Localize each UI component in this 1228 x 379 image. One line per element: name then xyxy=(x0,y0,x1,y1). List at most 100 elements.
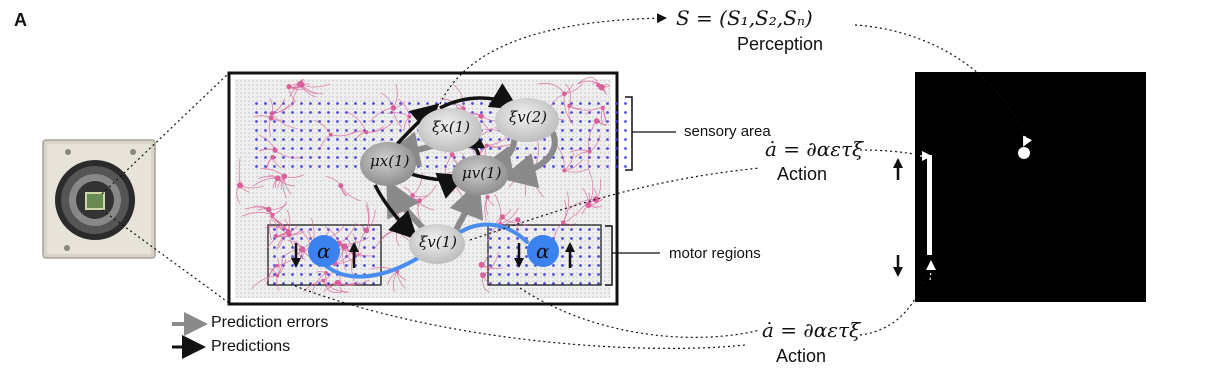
neuron-dendrite xyxy=(563,93,573,125)
neuron-soma xyxy=(275,263,279,268)
motor-small-arrows xyxy=(291,242,575,268)
alpha-right-label: α xyxy=(536,239,550,263)
neuron-soma xyxy=(363,227,370,234)
perception-formula: S = (S₁,S₂,Sₙ) xyxy=(676,6,813,30)
neuron-dendrite xyxy=(302,280,324,293)
neuron-soma xyxy=(417,198,422,204)
mea-panel xyxy=(227,71,628,306)
neuron-soma xyxy=(585,201,592,208)
neuron-soma xyxy=(600,105,605,110)
neuron-soma xyxy=(592,196,600,203)
action-bottom-label: Action xyxy=(776,346,827,366)
node-mu-v1-label: μv(1) xyxy=(462,164,502,182)
node-xi-x1 xyxy=(418,108,482,152)
neuron-dendrite xyxy=(241,212,273,217)
motor-regions-label: motor regions xyxy=(669,245,761,262)
neuron-soma xyxy=(321,278,326,283)
legend-predictions-label: Predictions xyxy=(211,338,291,355)
dotted-connections xyxy=(294,13,1019,349)
neuron-dendrite xyxy=(250,275,278,290)
neuron-soma xyxy=(561,91,567,97)
neuron-soma xyxy=(480,272,486,279)
neuron-soma xyxy=(515,217,521,223)
neuron-soma xyxy=(484,143,489,148)
neuron-dendrite xyxy=(339,279,370,286)
node-mu-x1 xyxy=(360,142,416,186)
neuron-soma xyxy=(274,175,281,182)
node-xi-v2 xyxy=(495,98,559,142)
neuron-soma xyxy=(275,273,280,278)
neuron-dendrite xyxy=(564,168,589,173)
neuron-soma xyxy=(324,271,328,275)
camera-illustration xyxy=(42,139,156,259)
neuron-dendrite xyxy=(537,82,565,95)
neuron-soma xyxy=(598,84,605,91)
neuron-soma xyxy=(562,168,567,173)
sensory-area-label: sensory area xyxy=(684,123,771,140)
node-alpha-left xyxy=(308,235,340,267)
node-mu-x1-label: μx(1) xyxy=(370,152,410,170)
neuron-soma xyxy=(485,194,490,200)
neuron-soma xyxy=(390,105,397,111)
neuron-dendrite xyxy=(345,110,367,133)
neuron-dendrite xyxy=(565,83,572,106)
legend-arrows xyxy=(172,312,208,359)
neuron-dendrite xyxy=(271,113,298,130)
neuron-soma xyxy=(273,233,279,239)
neuron-soma xyxy=(272,147,278,153)
neuron-soma xyxy=(270,154,276,160)
neuron-soma xyxy=(364,130,369,135)
neuron-dendrite xyxy=(322,280,348,293)
legend-prediction-errors-label: Prediction errors xyxy=(211,314,329,331)
neuron-soma xyxy=(407,114,412,119)
neuron-soma xyxy=(269,111,275,116)
neuron-dendrite xyxy=(312,272,327,293)
neuron-dendrite xyxy=(587,151,593,179)
neuron-soma xyxy=(478,113,484,119)
neuron-soma xyxy=(268,115,274,121)
neuron-soma xyxy=(328,132,333,137)
neuron-dendrite xyxy=(330,130,359,137)
neuron-soma xyxy=(449,152,455,158)
node-alpha-right xyxy=(527,235,559,267)
neuron-soma xyxy=(286,84,292,90)
neuron-dendrite xyxy=(269,214,274,241)
neuron-dendrite xyxy=(452,83,465,109)
neuron-soma xyxy=(337,281,342,286)
neuron-dendrite xyxy=(555,144,565,171)
node-xi-v2-label: ξv(2) xyxy=(509,108,547,126)
node-xi-v1-label: ξv(1) xyxy=(419,233,457,251)
action-top-label: Action xyxy=(777,164,828,184)
motor-bracket xyxy=(605,225,613,286)
neuron-soma xyxy=(567,103,572,108)
zoom-line-bottom xyxy=(101,209,230,304)
paddle xyxy=(927,155,932,255)
action-top-formula: ȧ = ∂αετξ xyxy=(765,137,864,161)
ball xyxy=(1018,147,1030,159)
neuron-soma xyxy=(394,226,400,233)
neuron-soma xyxy=(270,212,275,217)
neuron-soma xyxy=(338,183,344,189)
neuron-dendrite xyxy=(322,280,343,294)
node-mu-v1 xyxy=(452,155,508,195)
neuron-dendrite xyxy=(272,214,293,233)
neuron-dendrite xyxy=(366,122,393,133)
neuron-dendrite xyxy=(393,271,398,293)
neuron-soma xyxy=(561,220,566,225)
neuron-soma xyxy=(593,118,600,124)
neuron-soma xyxy=(237,182,244,189)
panel-label: A xyxy=(14,10,27,30)
neuron-soma xyxy=(281,173,288,180)
neuron-dendrite xyxy=(494,194,502,225)
zoom-line-top xyxy=(101,72,230,195)
neuron-soma xyxy=(478,261,485,268)
sensory-bracket xyxy=(625,96,633,171)
alpha-left-label: α xyxy=(317,239,331,263)
node-xi-v1 xyxy=(409,224,465,264)
nodes xyxy=(308,98,559,267)
perception-label: Perception xyxy=(737,34,824,54)
action-bottom-formula: ȧ = ∂αετξ xyxy=(762,318,861,342)
neuron-dendrite xyxy=(562,191,569,223)
